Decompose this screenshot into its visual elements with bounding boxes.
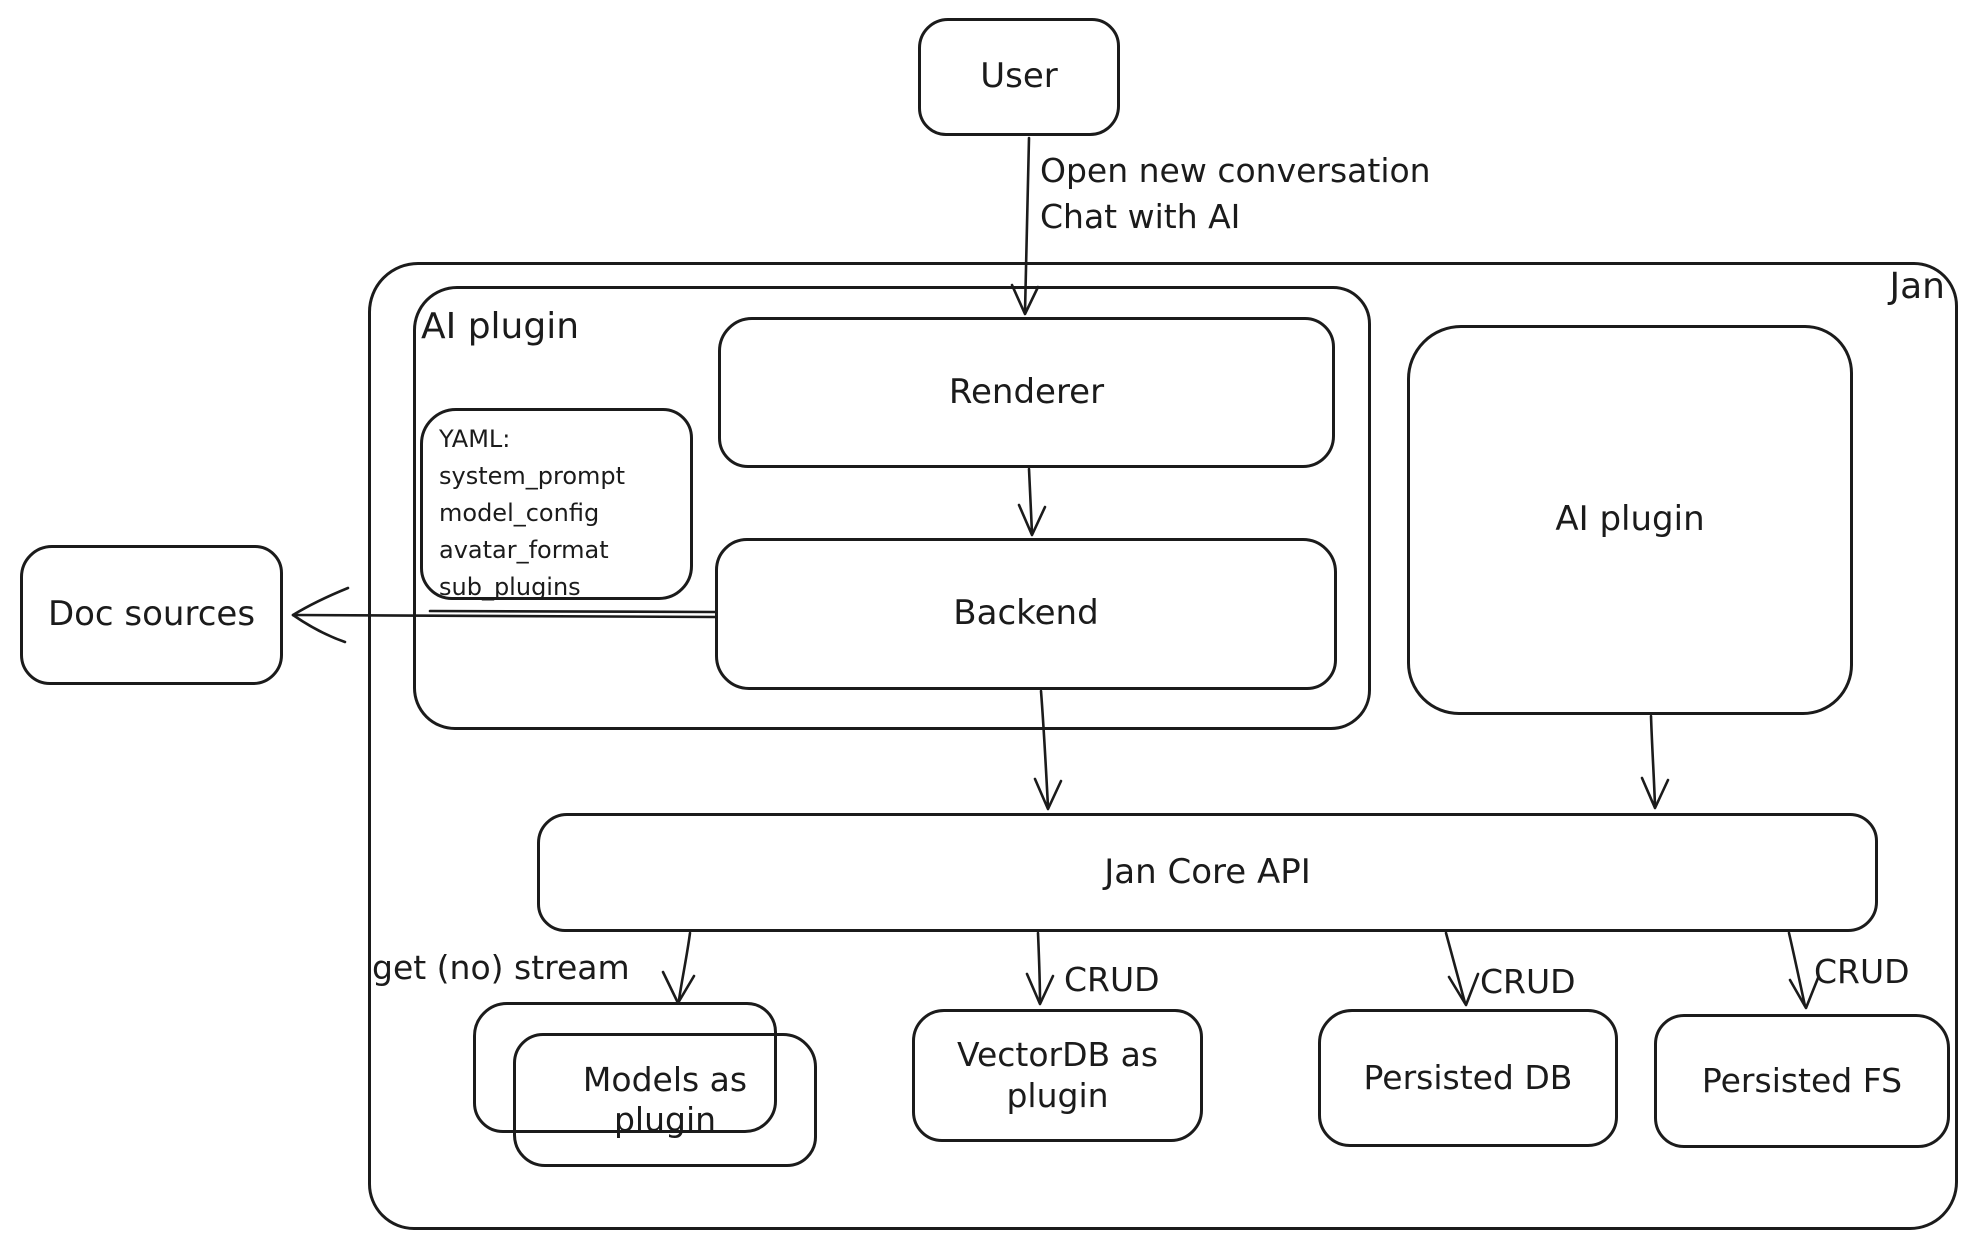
node-vectordb-plugin-label: VectorDB as plugin <box>956 1035 1159 1115</box>
node-jan-core-api: Jan Core API <box>537 813 1878 932</box>
node-backend: Backend <box>715 538 1337 690</box>
node-renderer-label: Renderer <box>948 371 1105 412</box>
edge-label-user-renderer: Open new conversation Chat with AI <box>1040 148 1431 240</box>
node-vectordb-plugin: VectorDB as plugin <box>912 1009 1203 1142</box>
edge-label-crud-persisted-fs: CRUD <box>1814 952 1910 991</box>
yaml-line-avatar-format: avatar_format <box>439 536 609 564</box>
node-doc-sources-label: Doc sources <box>47 594 256 635</box>
node-ai-plugin-group-label: AI plugin <box>421 306 580 347</box>
node-user-label: User <box>980 56 1058 97</box>
yaml-note-lines: YAML: system_prompt model_config avatar_… <box>423 411 625 606</box>
edge-label-get-no-stream: get (no) stream <box>372 948 630 987</box>
node-persisted-db-label: Persisted DB <box>1363 1057 1573 1097</box>
node-persisted-db: Persisted DB <box>1318 1009 1618 1147</box>
node-yaml-note: YAML: system_prompt model_config avatar_… <box>420 408 693 601</box>
node-jan-container <box>368 262 1958 1230</box>
node-doc-sources: Doc sources <box>20 545 283 685</box>
node-renderer: Renderer <box>718 317 1335 468</box>
node-ai-plugin-group <box>413 286 1371 730</box>
node-models-plugin-label: Models as plugin <box>582 1059 748 1139</box>
edge-label-chat-with-ai: Chat with AI <box>1040 197 1241 236</box>
yaml-line-model-config: model_config <box>439 499 600 527</box>
edge-label-crud-persisted-db: CRUD <box>1480 962 1576 1001</box>
node-persisted-fs-label: Persisted FS <box>1701 1060 1903 1100</box>
yaml-line-system-prompt: system_prompt <box>439 462 626 490</box>
node-models-plugin: Models as plugin <box>513 1033 817 1167</box>
yaml-line-sub-plugins: sub_plugins <box>439 573 581 601</box>
edge-label-crud-vectordb: CRUD <box>1064 960 1160 999</box>
node-ai-plugin: AI plugin <box>1407 325 1853 715</box>
node-jan-label: Jan <box>1889 266 1946 307</box>
node-ai-plugin-label: AI plugin <box>1555 499 1705 540</box>
edge-label-open-new-conversation: Open new conversation <box>1040 151 1431 190</box>
edge-backend-doc-sources-arrowhead <box>291 586 350 644</box>
node-persisted-fs: Persisted FS <box>1654 1014 1950 1148</box>
yaml-line-title: YAML: <box>439 425 511 453</box>
node-user: User <box>918 18 1120 136</box>
node-models-plugin-back-box <box>473 1002 777 1133</box>
node-jan-core-api-label: Jan Core API <box>1104 851 1311 892</box>
node-backend-label: Backend <box>953 593 1099 634</box>
